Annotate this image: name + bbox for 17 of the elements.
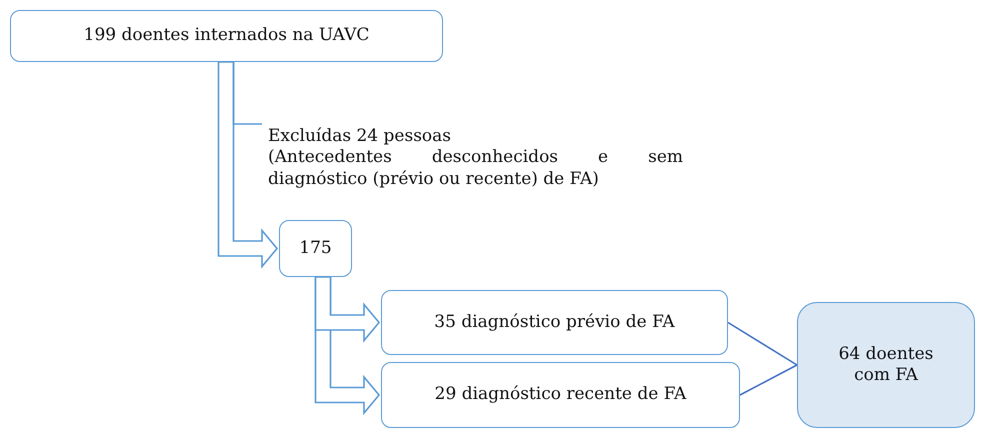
leader-line	[232, 62, 262, 125]
note-text: (Antecedentes desconhecidos e sem diagnóstico (prévio ou recente) de FA)	[268, 147, 683, 190]
box-label: 175	[299, 238, 332, 260]
process-box	[279, 220, 352, 277]
connector-line	[728, 322, 798, 366]
block-arrow	[218, 61, 278, 269]
result-box	[797, 302, 975, 428]
block-arrow	[314, 276, 380, 343]
box-label: 35 diagnóstico prévio de FA	[434, 312, 675, 334]
box-label: 64 doentes com FA	[838, 344, 934, 386]
process-box	[10, 10, 443, 62]
box-label: 29 diagnóstico recente de FA	[434, 384, 686, 406]
note-heading: Excluídas 24 pessoas	[268, 126, 452, 148]
box-label: 199 doentes internados na UAVC	[84, 25, 370, 47]
connector-line	[740, 364, 798, 396]
process-box	[381, 290, 728, 355]
process-box	[381, 362, 740, 428]
